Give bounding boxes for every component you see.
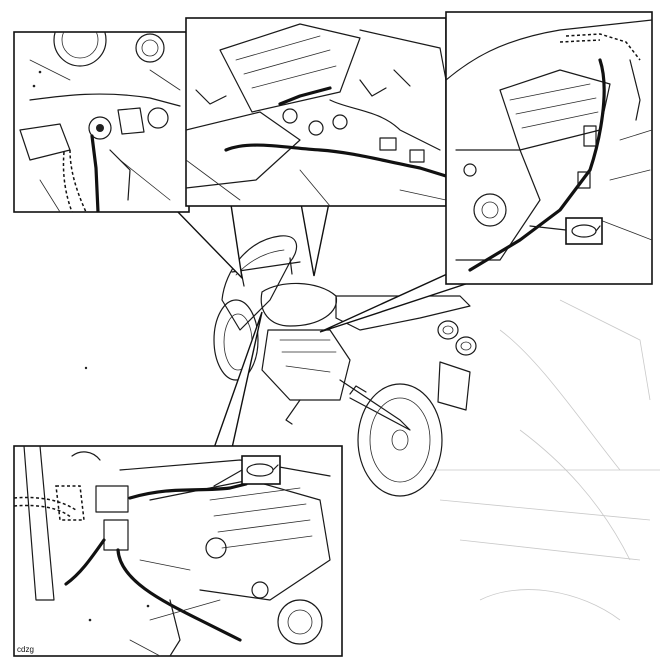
- exhaust-cans: [437, 320, 477, 356]
- inset-throttle-bodies: [185, 17, 447, 207]
- figure-code-label: cdzg: [17, 645, 34, 654]
- side-stand: [285, 399, 301, 425]
- cable-tie-icon: [565, 217, 603, 245]
- front-fairing: [221, 235, 298, 331]
- inset-engine-left: cdzg: [13, 445, 343, 657]
- swingarm: [339, 379, 411, 431]
- engine-block: [261, 329, 351, 401]
- footpeg: [349, 385, 367, 395]
- inset-frame-rail: [445, 11, 653, 285]
- inset-steering-head: [13, 31, 190, 213]
- callout-pointers: [175, 197, 491, 449]
- fuel-tank: [260, 282, 338, 327]
- licence-plate: [437, 361, 471, 411]
- cable-tie-icon-lower: [241, 455, 281, 485]
- rear-wheel: [357, 383, 443, 497]
